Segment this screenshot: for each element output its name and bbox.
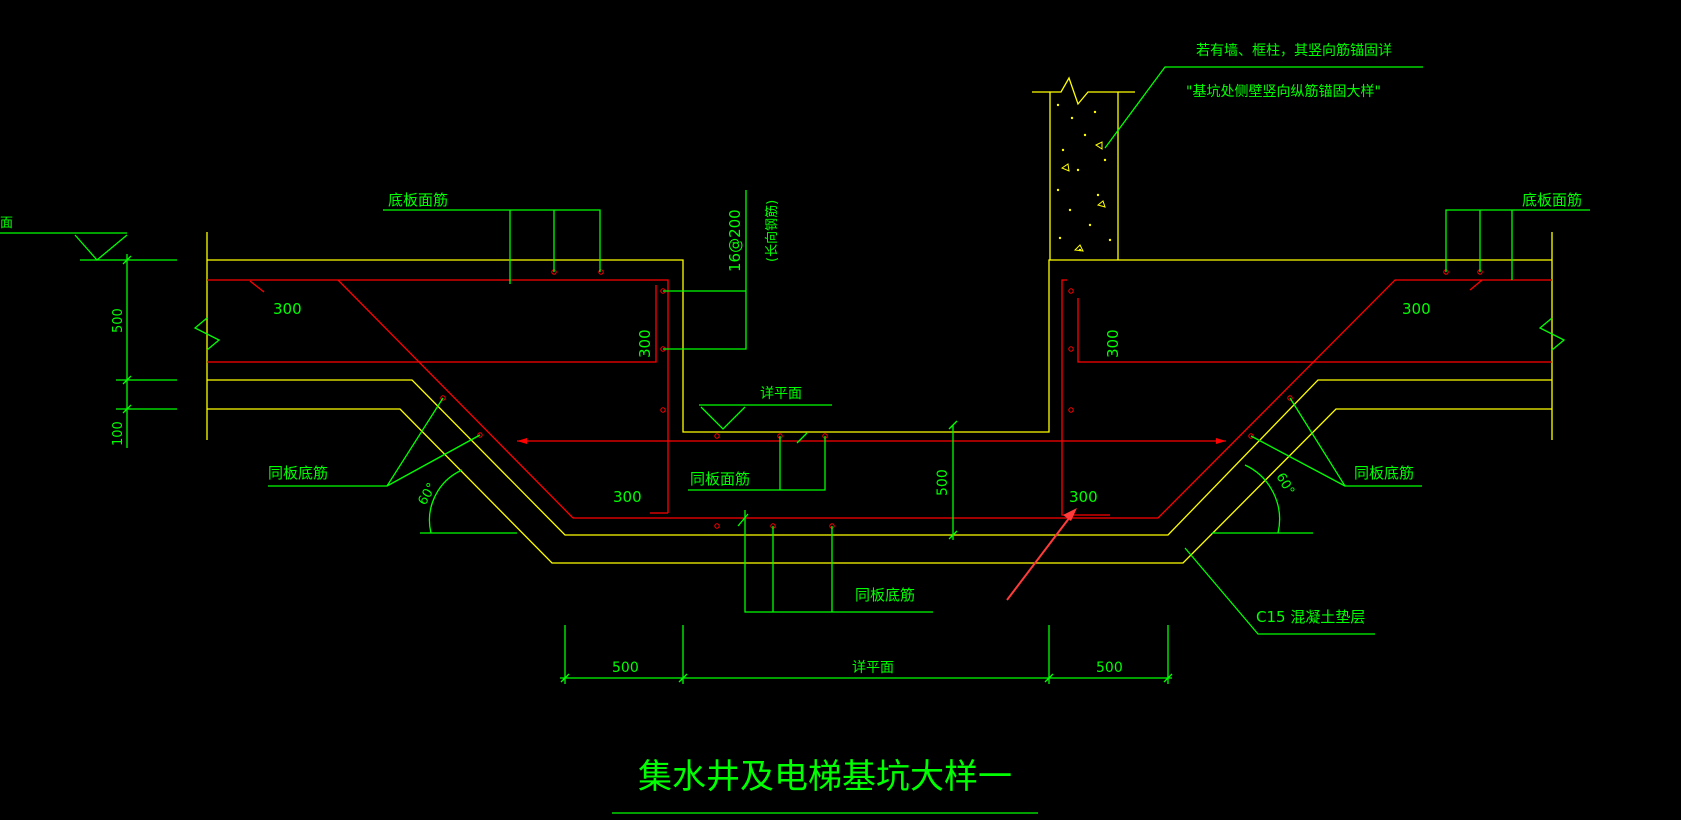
label-wall-note-1: 若有墙、框柱，其竖向筋锚固详 — [1196, 42, 1392, 59]
dim-bottom-mid: 详平面 — [852, 660, 894, 676]
label-same-bottom-left: 同板底筋 — [268, 464, 328, 482]
label-wall-note-2: "基坑处侧壁竖向纵筋锚固大样" — [1186, 83, 1381, 100]
angle-right: 60° — [1273, 471, 1298, 498]
rebar-arrowheads — [517, 438, 1226, 444]
label-face-bars-right: 底板面筋 — [1522, 191, 1582, 209]
pointer-arrow — [1006, 508, 1077, 601]
label-face-bars-left: 底板面筋 — [388, 191, 448, 209]
dim-300-vert-right: 300 — [1104, 329, 1122, 358]
dim-300-vert-left: 300 — [636, 329, 654, 358]
label-same-bottom-right: 同板底筋 — [1354, 464, 1414, 482]
dim-300-bottom-left: 300 — [613, 488, 642, 506]
dimension-ticks — [122, 255, 1173, 683]
label-left-edge: 面 — [0, 216, 13, 231]
drawing-title: 集水井及电梯基坑大样一 — [638, 757, 1012, 797]
angle-left: 60° — [415, 481, 440, 508]
rebar-lines — [207, 279, 1552, 519]
dim-500-bottom-left: 500 — [612, 660, 639, 676]
label-rebar-spec-sub: (长向钢筋) — [764, 200, 780, 262]
label-rebar-spec: 16@200 — [726, 209, 744, 272]
text-labels: 面 底板面筋 底板面筋 若有墙、框柱，其竖向筋锚固详 "基坑处侧壁竖向纵筋锚固大… — [0, 42, 1582, 797]
rebar-dots — [440, 269, 1483, 529]
wall-concrete-hatch — [1056, 103, 1112, 252]
dim-300-top-left: 300 — [273, 300, 302, 318]
concrete-outline — [206, 76, 1553, 564]
label-pit-bottom-elev: 详平面 — [760, 386, 802, 402]
dim-500-pit-depth: 500 — [935, 469, 951, 496]
label-same-bottom-mid: 同板底筋 — [855, 586, 915, 604]
dim-300-bottom-right: 300 — [1069, 488, 1098, 506]
label-same-face-bars: 同板面筋 — [690, 470, 750, 488]
dim-100-left-vert: 100 — [111, 421, 126, 446]
annotation-lines — [0, 66, 1590, 814]
dim-500-bottom-right: 500 — [1096, 660, 1123, 676]
dim-300-top-right: 300 — [1402, 300, 1431, 318]
dim-500-left-vert: 500 — [111, 308, 126, 333]
label-cushion: C15 混凝土垫层 — [1256, 608, 1365, 626]
